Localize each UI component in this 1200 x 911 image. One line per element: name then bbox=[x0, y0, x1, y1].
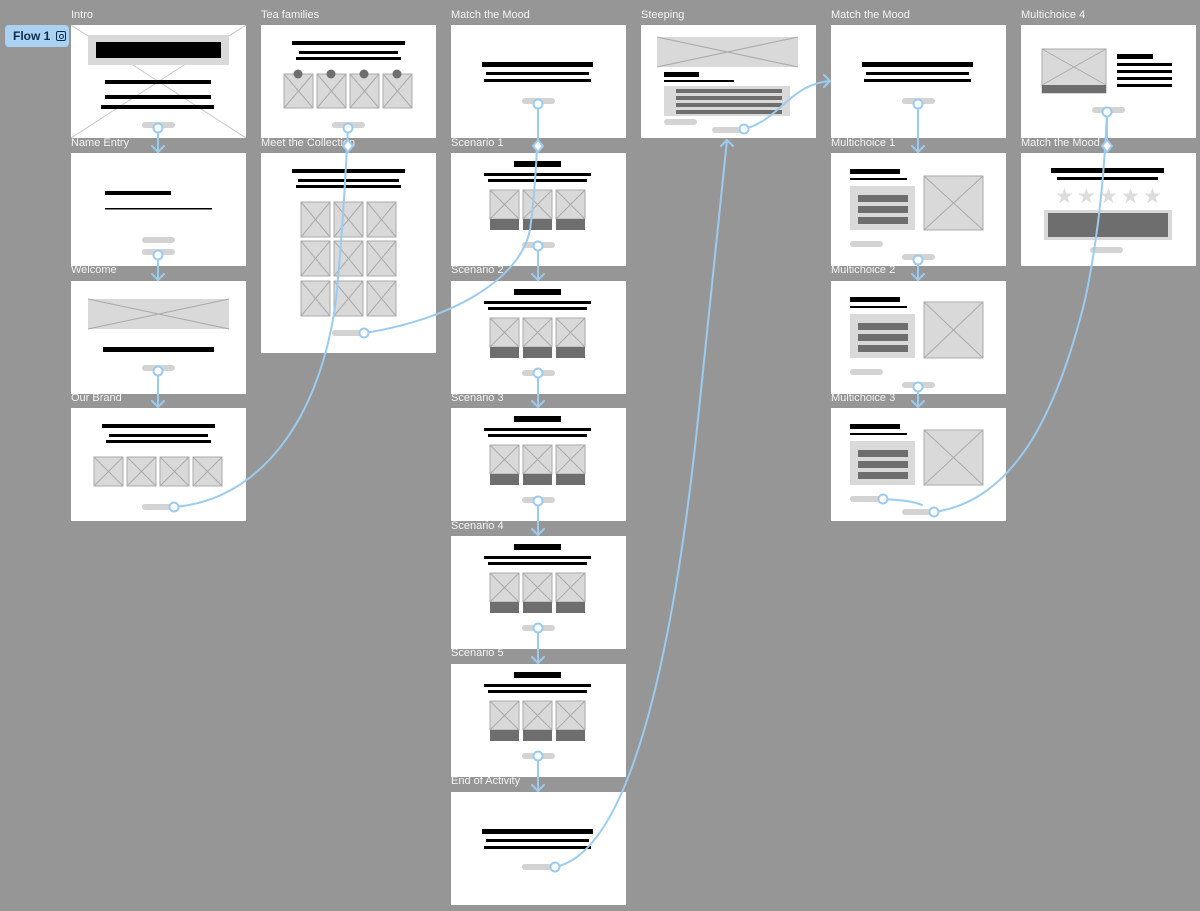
frame-intro[interactable] bbox=[71, 25, 246, 138]
multichoice-4-wireframe bbox=[1041, 48, 1172, 113]
frame-label-scenario-5: Scenario 5 bbox=[451, 647, 504, 659]
match-mood-2-wireframe bbox=[862, 62, 973, 104]
frame-label-end-activity: End of Activity bbox=[451, 775, 521, 787]
svg-text:★: ★ bbox=[1121, 184, 1140, 208]
frame-label-intro: Intro bbox=[71, 9, 94, 21]
frame-match-mood-2[interactable] bbox=[831, 25, 1006, 138]
frame-label-multichoice-2: Multichoice 2 bbox=[831, 264, 896, 276]
frame-multichoice-3[interactable] bbox=[831, 408, 1006, 521]
frame-label-multichoice-3: Multichoice 3 bbox=[831, 392, 896, 404]
svg-text:★: ★ bbox=[1055, 184, 1074, 208]
frame-label-match-mood-1: Match the Mood bbox=[451, 9, 530, 21]
welcome-wireframe bbox=[87, 298, 230, 371]
frame-scenario-2[interactable] bbox=[451, 281, 626, 394]
frame-scenario-1[interactable] bbox=[451, 153, 626, 266]
multichoice-3-wireframe bbox=[850, 424, 984, 515]
frame-our-brand[interactable] bbox=[71, 408, 246, 521]
scenario-2-wireframe bbox=[484, 289, 591, 376]
frame-label-welcome: Welcome bbox=[71, 264, 117, 276]
frame-match-mood-3[interactable]: ★ ★ ★ ★ ★ bbox=[1021, 153, 1196, 266]
frame-multichoice-4[interactable] bbox=[1021, 25, 1196, 138]
frame-name-entry[interactable] bbox=[71, 153, 246, 266]
flow-start-icon bbox=[56, 31, 67, 41]
frame-match-mood-1[interactable] bbox=[451, 25, 626, 138]
tea-families-wireframe bbox=[283, 41, 413, 128]
match-mood-3-wireframe: ★ ★ ★ ★ ★ bbox=[1044, 168, 1172, 253]
scenario-1-wireframe bbox=[484, 161, 591, 248]
svg-text:★: ★ bbox=[1077, 184, 1096, 208]
flow-start-badge[interactable]: Flow 1 bbox=[5, 25, 69, 47]
frame-label-steeping: Steeping bbox=[641, 9, 685, 21]
frame-end-activity[interactable] bbox=[451, 792, 626, 905]
meet-collection-wireframe bbox=[292, 169, 405, 336]
frame-meet-collection[interactable] bbox=[261, 153, 436, 353]
frame-label-scenario-4: Scenario 4 bbox=[451, 520, 504, 532]
svg-text:★: ★ bbox=[1143, 184, 1162, 208]
marker-scenario1 bbox=[531, 138, 545, 154]
multichoice-1-wireframe bbox=[850, 169, 984, 260]
frame-label-meet-collection: Meet the Collection bbox=[261, 137, 356, 149]
marker-mood3 bbox=[1100, 138, 1114, 154]
frame-scenario-3[interactable] bbox=[451, 408, 626, 521]
frame-welcome[interactable] bbox=[71, 281, 246, 394]
name-entry-wireframe bbox=[105, 191, 212, 255]
frame-label-scenario-3: Scenario 3 bbox=[451, 392, 504, 404]
flow-label: Flow 1 bbox=[13, 29, 51, 43]
scenario-4-wireframe bbox=[484, 544, 591, 631]
frame-scenario-4[interactable] bbox=[451, 536, 626, 649]
our-brand-wireframe bbox=[93, 424, 223, 510]
frame-label-multichoice-1: Multichoice 1 bbox=[831, 137, 896, 149]
frame-label-our-brand: Our Brand bbox=[71, 392, 122, 404]
frame-scenario-5[interactable] bbox=[451, 664, 626, 777]
scenario-5-wireframe bbox=[484, 672, 591, 759]
frame-label-multichoice-4: Multichoice 4 bbox=[1021, 9, 1086, 21]
frame-label-match-mood-2: Match the Mood bbox=[831, 9, 910, 21]
frame-tea-families[interactable] bbox=[261, 25, 436, 138]
steeping-wireframe bbox=[656, 36, 799, 133]
frame-multichoice-2[interactable] bbox=[831, 281, 1006, 394]
frame-multichoice-1[interactable] bbox=[831, 153, 1006, 266]
end-activity-wireframe bbox=[482, 829, 593, 870]
frame-label-tea-families: Tea families bbox=[261, 9, 320, 21]
match-mood-1-wireframe bbox=[482, 62, 593, 104]
svg-text:★: ★ bbox=[1099, 184, 1118, 208]
frame-label-scenario-1: Scenario 1 bbox=[451, 137, 504, 149]
multichoice-2-wireframe bbox=[850, 297, 984, 388]
frame-steeping[interactable] bbox=[641, 25, 816, 138]
scenario-3-wireframe bbox=[484, 416, 591, 503]
frame-label-match-mood-3: Match the Mood bbox=[1021, 137, 1100, 149]
intro-wireframe bbox=[71, 25, 246, 138]
frame-label-name-entry: Name Entry bbox=[71, 137, 130, 149]
